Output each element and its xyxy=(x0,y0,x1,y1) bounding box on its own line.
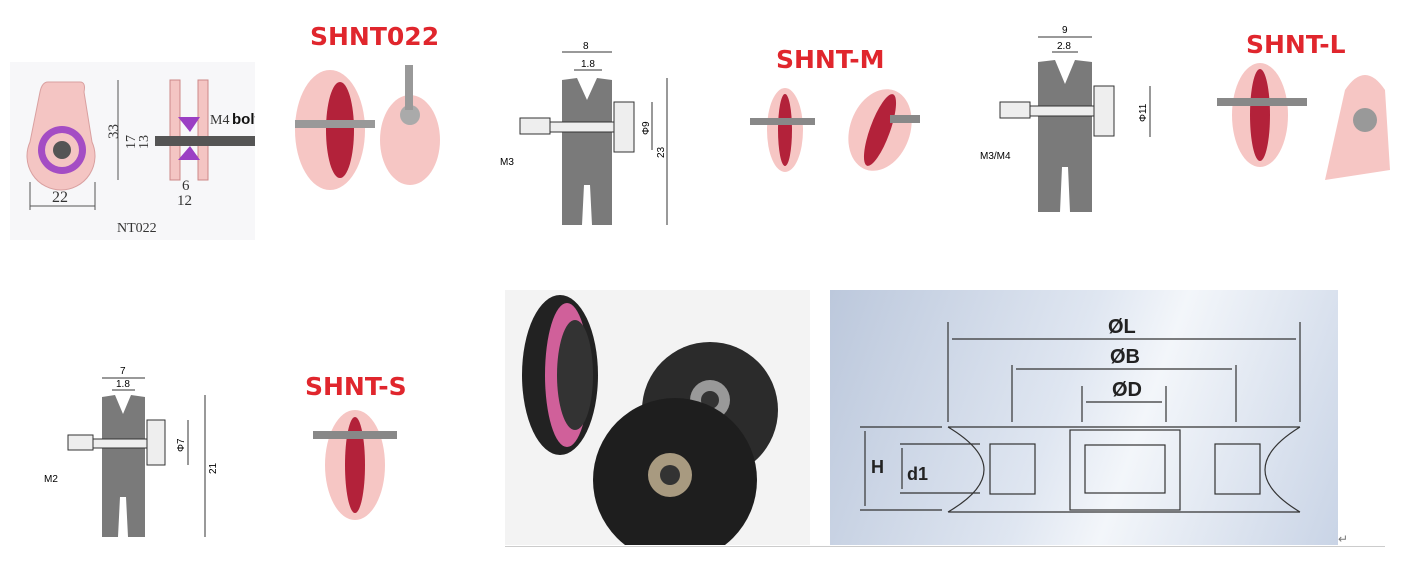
svg-text:33: 33 xyxy=(106,124,122,139)
svg-text:M4: M4 xyxy=(210,113,229,128)
svg-text:12: 12 xyxy=(177,193,192,209)
svg-text:6: 6 xyxy=(182,178,190,194)
svg-text:ØD: ØD xyxy=(1112,379,1142,401)
svg-text:23: 23 xyxy=(656,146,667,158)
svg-text:ØB: ØB xyxy=(1110,346,1140,368)
shnt-m-drawing: 8 1.8 Φ9 23 M3 xyxy=(492,40,692,235)
product-label-shnt-m: SHNT-M xyxy=(776,45,885,74)
shnt-s-drawing: 7 1.8 Φ7 21 M2 xyxy=(40,362,225,547)
svg-text:bolt: bolt xyxy=(232,111,255,128)
shnt-m-photo xyxy=(745,85,935,190)
svg-text:13: 13 xyxy=(137,135,152,149)
divider xyxy=(505,546,1385,547)
shnt-s-photo xyxy=(305,405,405,530)
svg-text:NT022: NT022 xyxy=(117,221,157,236)
product-label-shnt022: SHNT022 xyxy=(310,22,440,51)
svg-text:M2: M2 xyxy=(44,474,58,485)
product-label-shnt-s: SHNT-S xyxy=(305,372,407,401)
svg-text:M3: M3 xyxy=(500,157,514,168)
svg-text:Φ9: Φ9 xyxy=(641,121,652,135)
svg-text:9: 9 xyxy=(1062,25,1068,36)
product-label-shnt-l: SHNT-L xyxy=(1246,30,1346,59)
shnt022-photo xyxy=(285,60,445,215)
shnt-l-drawing: 9 2.8 Φ11 26 M3/M4 xyxy=(960,22,1178,222)
svg-text:Φ7: Φ7 xyxy=(176,438,187,452)
svg-text:17: 17 xyxy=(124,135,139,149)
svg-text:M3/M4: M3/M4 xyxy=(980,151,1011,162)
nt022-drawing: 22 33 17 13 M4 bolt 6 12 NT022 xyxy=(10,62,260,240)
dimension-blueprint: ØL ØB ØD H d1 xyxy=(830,290,1338,545)
svg-text:2.8: 2.8 xyxy=(1057,41,1071,52)
shnt-l-photo xyxy=(1215,60,1395,195)
svg-text:H: H xyxy=(871,457,884,477)
svg-text:Φ11: Φ11 xyxy=(1138,103,1149,122)
svg-text:21: 21 xyxy=(208,462,219,474)
svg-text:1.8: 1.8 xyxy=(116,379,130,390)
svg-text:1.8: 1.8 xyxy=(581,59,595,70)
svg-text:7: 7 xyxy=(120,366,126,377)
svg-text:22: 22 xyxy=(52,189,68,206)
return-mark: ↵ xyxy=(1338,532,1349,546)
svg-text:ØL: ØL xyxy=(1108,316,1136,338)
svg-text:8: 8 xyxy=(583,41,589,52)
svg-text:d1: d1 xyxy=(907,464,928,484)
black-pulley-photo xyxy=(505,290,810,562)
